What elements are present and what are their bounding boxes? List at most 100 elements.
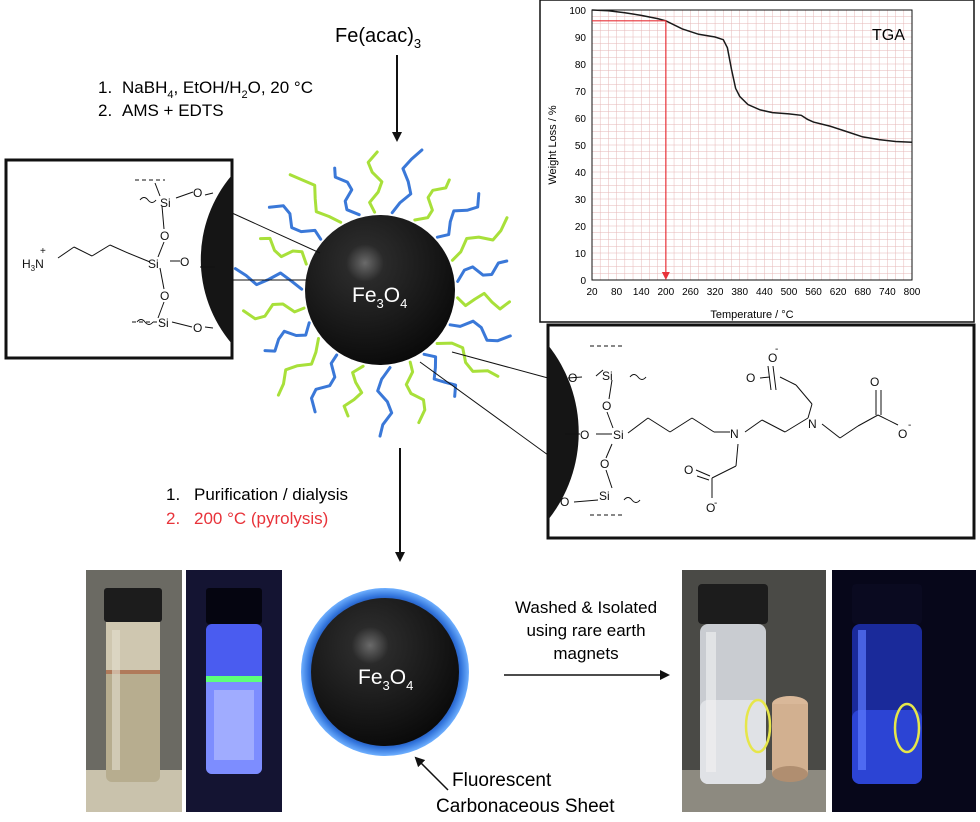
ligand-chain [267, 204, 323, 241]
photo-vial-daylight [86, 570, 182, 812]
x-tick-label: 560 [805, 287, 822, 298]
svg-text:O: O [684, 463, 693, 477]
svg-text:N: N [808, 417, 817, 431]
tga-title: TGA [872, 27, 905, 44]
ligand-chain [456, 291, 511, 311]
x-tick-label: 200 [658, 287, 675, 298]
svg-text:Si: Si [613, 428, 624, 442]
tga-frame [539, 0, 975, 323]
x-tick-label: 320 [707, 287, 724, 298]
highlight-ellipse-2 [893, 702, 921, 754]
svg-text:O: O [160, 289, 169, 303]
y-tick-label: 70 [575, 87, 587, 98]
ligand-chain [276, 337, 320, 397]
ligand-chain [366, 150, 384, 214]
ligand-chain [333, 166, 361, 217]
x-tick-label: 620 [830, 287, 847, 298]
fe3o4-core-coated [311, 598, 459, 746]
x-tick-label: 440 [756, 287, 773, 298]
svg-text:O: O [602, 399, 611, 413]
svg-text:Si: Si [148, 257, 159, 271]
step-top-1: 1.NaBH4, EtOH/H2O, 20 °C [98, 78, 313, 101]
svg-text:O: O [898, 427, 907, 441]
right-inset-atoms: O Si O O Si N N O O Si O O - O O - O O - [560, 344, 911, 515]
x-tick-label: 500 [781, 287, 798, 298]
ligand-chain [422, 352, 458, 398]
svg-text:-: - [775, 344, 778, 355]
right-inset-structure [565, 345, 899, 516]
x-tick-label: 800 [904, 287, 921, 298]
x-tick-label: 380 [731, 287, 748, 298]
svg-text:O: O [746, 371, 755, 385]
tga-grid [591, 9, 913, 281]
x-tick-label: 680 [854, 287, 871, 298]
y-tick-label: 0 [580, 276, 586, 287]
tga-200c-marker [592, 20, 667, 276]
svg-text:O: O [193, 186, 202, 200]
ligand-chain [404, 360, 427, 425]
ligand-chain [233, 267, 304, 291]
svg-text:O: O [180, 255, 189, 269]
connector-left-top [231, 212, 321, 254]
svg-text:O: O [193, 321, 202, 335]
step-mid-2: 2.200 °C (pyrolysis) [166, 509, 328, 528]
svg-text:H3N: H3N [22, 257, 44, 273]
ligand-chain [259, 236, 308, 266]
y-tick-label: 20 [575, 222, 587, 233]
step-top-2: 2.AMS + EDTS [98, 101, 224, 120]
tga-curve [591, 9, 913, 144]
tga-xlabel: Temperature / °C [710, 309, 793, 321]
ligand-chain [288, 173, 343, 224]
svg-text:O: O [568, 371, 577, 385]
connector-right-top [451, 351, 549, 379]
right-inset-box [546, 323, 976, 540]
ligand-chain [448, 319, 512, 343]
left-inset-structure [57, 179, 215, 329]
svg-text:Si: Si [160, 196, 171, 210]
ligand-chain [435, 192, 481, 239]
ligand-chain [242, 302, 306, 321]
svg-text:O: O [706, 501, 715, 515]
highlight-ellipse-1 [744, 698, 772, 754]
core-label-coated: Fe3O4 [358, 666, 413, 693]
y-tick-label: 80 [575, 60, 587, 71]
x-tick-label: 80 [611, 287, 623, 298]
y-tick-label: 50 [575, 141, 587, 152]
y-tick-label: 100 [569, 6, 586, 17]
svg-text:O: O [560, 495, 569, 509]
plot-area [591, 9, 913, 281]
svg-text:N: N [730, 427, 739, 441]
ligand-chain [342, 364, 365, 418]
ligand-chain [450, 216, 509, 262]
svg-text:+: + [40, 246, 46, 257]
y-tick-label: 10 [575, 249, 587, 260]
fe3o4-core-particle [305, 215, 455, 365]
photo-vial-magnet-uv [832, 570, 976, 812]
left-inset-atoms: Si O O Si O O Si O H3N + [22, 186, 202, 335]
x-tick-label: 740 [879, 287, 896, 298]
svg-text:-: - [714, 498, 717, 509]
ligand-chain [263, 321, 311, 353]
y-tick-label: 40 [575, 168, 587, 179]
photo-vial-magnet-daylight [682, 570, 826, 812]
x-tick-label: 140 [633, 287, 650, 298]
right-inset-particle-edge [548, 345, 579, 520]
step-mid-1: 1.Purification / dialysis [166, 485, 348, 504]
y-tick-label: 90 [575, 33, 587, 44]
ligand-chain [456, 259, 509, 283]
sheet-label-line1: Fluorescent [452, 770, 552, 791]
y-tick-label: 60 [575, 114, 587, 125]
svg-text:Si: Si [602, 369, 613, 383]
svg-text:-: - [908, 420, 911, 431]
ligand-chain [376, 366, 394, 438]
svg-text:Si: Si [158, 316, 169, 330]
photo-vial-uv [186, 570, 282, 812]
left-inset-particle-edge [200, 175, 232, 344]
y-tick-label: 30 [575, 195, 587, 206]
ligand-chain [413, 178, 451, 222]
x-tick-label: 20 [586, 287, 598, 298]
ligand-chain [390, 148, 424, 215]
svg-text:O: O [600, 457, 609, 471]
reagent-label: Fe(acac)3 [335, 25, 421, 51]
